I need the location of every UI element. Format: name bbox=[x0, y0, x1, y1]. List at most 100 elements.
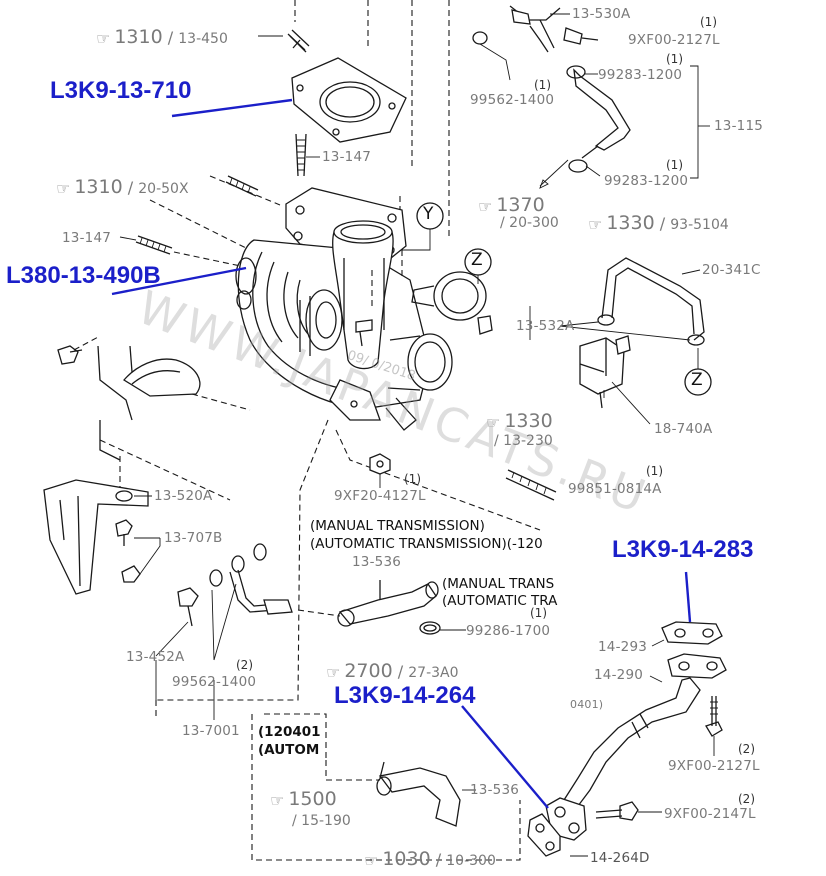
hose-20-341C-icon bbox=[597, 257, 705, 346]
stud-left-icon bbox=[135, 235, 173, 255]
bolt-9XF00-2147L-icon bbox=[595, 801, 639, 821]
part-label[interactable]: 13-7001 bbox=[182, 723, 240, 739]
note-manual-transmission: (MANUAL TRANSMISSION) bbox=[310, 518, 485, 534]
part-label[interactable]: 99562-1400 bbox=[470, 92, 555, 108]
callout-line-gasket-right bbox=[684, 571, 692, 623]
part-label[interactable]: 13-536 bbox=[470, 782, 520, 798]
note-box-line2: (AUTOM bbox=[258, 742, 320, 758]
ref-1330-b-sub: 13-230 bbox=[503, 433, 553, 449]
ref-1500[interactable]: ☞1500 bbox=[270, 788, 337, 810]
qty-label: (2) bbox=[236, 658, 253, 672]
bolt-left-icon bbox=[57, 345, 83, 365]
stud-top-icon bbox=[287, 29, 310, 53]
part-label[interactable]: 99286-1700 bbox=[466, 623, 551, 639]
marker-z-top: Z bbox=[471, 250, 483, 270]
clamp-99286-icon bbox=[419, 621, 441, 635]
qty-label: (1) bbox=[404, 472, 421, 486]
part-label[interactable]: 14-293 bbox=[598, 639, 648, 655]
bracket-13-520A-icon bbox=[43, 479, 149, 595]
pointing-hand-icon: ☞ bbox=[588, 215, 603, 234]
ref-1330-b[interactable]: ☞1330 bbox=[486, 410, 553, 432]
note-automatic-transmission: (AUTOMATIC TRANSMISSION)(-120 bbox=[310, 536, 543, 552]
nut-9XF20-icon bbox=[369, 453, 391, 475]
qty-label: (2) bbox=[738, 742, 755, 756]
ref-1030[interactable]: ☞1030 / 10-300 bbox=[364, 848, 496, 870]
oil-pipe-icon bbox=[177, 543, 293, 627]
part-label[interactable]: 9XF00-2127L bbox=[628, 32, 720, 48]
oil-return-pipe-icon bbox=[545, 653, 727, 841]
callout-gasket-bottom: L3K9-14-264 bbox=[334, 682, 476, 709]
part-label[interactable]: 13-530A bbox=[572, 6, 631, 22]
bracket-left-icon bbox=[97, 345, 201, 461]
ref-1370[interactable]: ☞1370 bbox=[478, 194, 545, 216]
ref-1330-a[interactable]: ☞1330 / 93-5104 bbox=[588, 212, 729, 234]
part-label[interactable]: 13-520A bbox=[154, 488, 213, 504]
qty-label: (1) bbox=[530, 606, 547, 620]
callout-line-gasket-bottom bbox=[461, 705, 549, 809]
marker-z-bottom: Z bbox=[691, 370, 703, 390]
part-label[interactable]: 99562-1400 bbox=[172, 674, 257, 690]
callout-gasket-top: L3K9-13-710 bbox=[50, 77, 192, 104]
qty-label: (1) bbox=[700, 15, 717, 29]
part-label[interactable]: 13-707B bbox=[164, 530, 223, 546]
callout-line-gasket-top bbox=[171, 98, 293, 118]
gasket-14-264D-icon bbox=[527, 813, 561, 857]
qty-label: (2) bbox=[738, 792, 755, 806]
ref-1310-b[interactable]: ☞1310 / 20-50X bbox=[56, 176, 189, 198]
part-label[interactable]: 99851-0814A bbox=[568, 481, 662, 497]
bolt-9XF00-2127L-icon bbox=[705, 696, 723, 737]
gasket-14-293-icon bbox=[661, 621, 723, 645]
part-label[interactable]: 13-536 bbox=[352, 554, 402, 570]
part-label[interactable]: 20-341C bbox=[702, 262, 761, 278]
note-box-line1: (120401 bbox=[258, 724, 321, 740]
part-label: 0401) bbox=[570, 698, 604, 711]
callout-line-turbo bbox=[111, 266, 247, 296]
hose-13-536-bottom-icon bbox=[376, 761, 461, 827]
pointing-hand-icon: ☞ bbox=[486, 413, 501, 432]
part-label[interactable]: 9XF00-2127L bbox=[668, 758, 760, 774]
ref-1310-a[interactable]: ☞1310 / 13-450 bbox=[96, 26, 228, 48]
part-label[interactable]: 99283-1200 bbox=[604, 173, 689, 189]
note-automatic-transmission-2: (AUTOMATIC TRA bbox=[442, 593, 558, 609]
stud-13-147-icon bbox=[295, 133, 307, 177]
part-label[interactable]: 18-740A bbox=[654, 421, 713, 437]
qty-label: (1) bbox=[666, 52, 683, 66]
stud-99851-icon bbox=[505, 469, 557, 501]
stud-side-icon bbox=[225, 175, 259, 197]
part-label[interactable]: 99283-1200 bbox=[598, 67, 683, 83]
ref-2700[interactable]: ☞2700 / 27-3A0 bbox=[326, 660, 459, 682]
hose-13-536-icon bbox=[337, 580, 439, 627]
qty-label: (1) bbox=[534, 78, 551, 92]
pointing-hand-icon: ☞ bbox=[326, 663, 341, 682]
pointing-hand-icon: ☞ bbox=[478, 197, 493, 216]
hose-top-right-icon bbox=[472, 5, 599, 81]
part-label[interactable]: 13-452A bbox=[126, 649, 185, 665]
bolt-13-707B-icon bbox=[115, 519, 141, 583]
pointing-hand-icon: ☞ bbox=[96, 29, 111, 48]
turbocharger-icon bbox=[235, 187, 493, 431]
part-label[interactable]: 13-147 bbox=[322, 149, 372, 165]
callout-gasket-right: L3K9-14-283 bbox=[612, 536, 754, 563]
part-label[interactable]: 14-264D bbox=[590, 850, 650, 866]
part-label[interactable]: 13-115 bbox=[714, 118, 764, 134]
ref-1370-sub: 20-300 bbox=[509, 215, 559, 231]
part-label[interactable]: 14-290 bbox=[594, 667, 644, 683]
pointing-hand-icon: ☞ bbox=[364, 851, 379, 870]
part-label[interactable]: 13-147 bbox=[62, 230, 112, 246]
qty-label: (1) bbox=[666, 158, 683, 172]
pointing-hand-icon: ☞ bbox=[270, 791, 285, 810]
part-label[interactable]: 9XF20-4127L bbox=[334, 488, 426, 504]
pointing-hand-icon: ☞ bbox=[56, 179, 71, 198]
part-label[interactable]: 13-532A bbox=[516, 318, 575, 334]
marker-y: Y bbox=[423, 204, 434, 224]
callout-turbo: L380-13-490B bbox=[6, 262, 161, 289]
hose-13-115-icon bbox=[566, 65, 631, 173]
gasket-13-710-icon bbox=[291, 57, 407, 143]
ref-1500-sub: 15-190 bbox=[301, 813, 351, 829]
part-label[interactable]: 9XF00-2147L bbox=[664, 806, 756, 822]
qty-label: (1) bbox=[646, 464, 663, 478]
note-manual-transmission-2: (MANUAL TRANS bbox=[442, 576, 555, 592]
solenoid-valve-icon bbox=[579, 335, 651, 425]
